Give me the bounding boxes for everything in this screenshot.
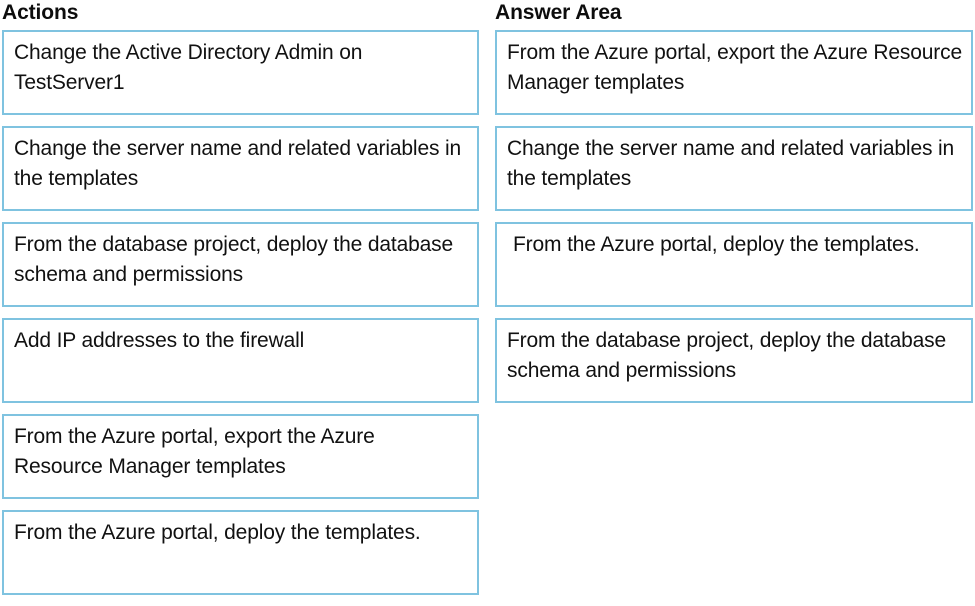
action-card-label: Add IP addresses to the firewall (14, 329, 305, 352)
action-card[interactable]: Change the Active Directory Admin on Tes… (2, 30, 479, 115)
action-card[interactable]: Change the server name and related varia… (2, 126, 479, 211)
answer-card[interactable]: From the Azure portal, deploy the templa… (495, 222, 973, 307)
action-card-label: Change the Active Directory Admin on Tes… (14, 41, 363, 94)
answer-card[interactable]: From the database project, deploy the da… (495, 318, 973, 403)
answer-card-label: From the database project, deploy the da… (507, 329, 947, 382)
action-card[interactable]: From the Azure portal, deploy the templa… (2, 510, 479, 595)
action-card-label: From the Azure portal, export the Azure … (14, 425, 375, 478)
actions-column: Actions Change the Active Directory Admi… (2, 0, 479, 606)
action-card-label: Change the server name and related varia… (14, 137, 462, 190)
answer-card-label: Change the server name and related varia… (507, 137, 955, 190)
action-card[interactable]: Add IP addresses to the firewall (2, 318, 479, 403)
answer-area-list: From the Azure portal, export the Azure … (495, 30, 973, 403)
action-card[interactable]: From the database project, deploy the da… (2, 222, 479, 307)
answer-card-label: From the Azure portal, export the Azure … (507, 41, 963, 94)
answer-card-label: From the Azure portal, deploy the templa… (513, 233, 920, 256)
action-card[interactable]: From the Azure portal, export the Azure … (2, 414, 479, 499)
answer-card[interactable]: From the Azure portal, export the Azure … (495, 30, 973, 115)
answer-area-column: Answer Area From the Azure portal, expor… (495, 0, 973, 414)
answer-card[interactable]: Change the server name and related varia… (495, 126, 973, 211)
actions-heading: Actions (2, 1, 79, 24)
action-card-label: From the database project, deploy the da… (14, 233, 454, 286)
action-card-label: From the Azure portal, deploy the templa… (14, 521, 421, 544)
answer-area-heading: Answer Area (495, 1, 622, 24)
actions-list: Change the Active Directory Admin on Tes… (2, 30, 479, 595)
